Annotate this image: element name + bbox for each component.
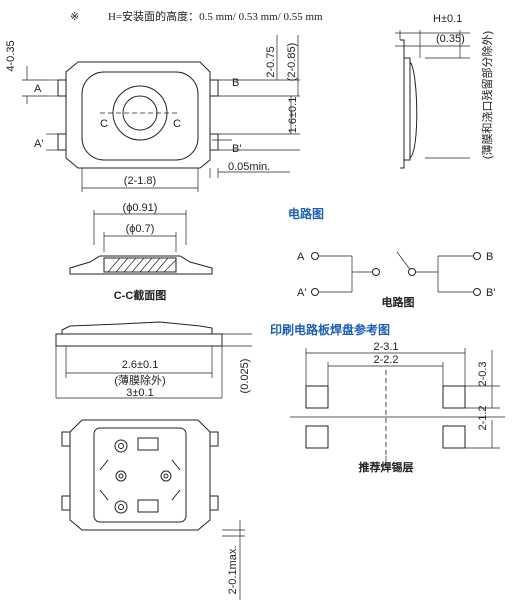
front-view <box>55 321 252 399</box>
dim-front-height: (0.025) <box>239 359 251 394</box>
dim-gap: 0.05min. <box>228 161 270 173</box>
note-mark: ※ <box>70 11 79 23</box>
label-top-b: B <box>232 77 239 89</box>
circuit-diagram <box>311 251 481 296</box>
label-top-b-prime: B' <box>232 143 241 155</box>
dim-front-inner: 2.6±0.1 <box>122 359 159 371</box>
pcb-pads-drawing <box>290 348 505 462</box>
circuit-label-a: A <box>297 251 305 263</box>
dim-terminal-span: 1.6±0.1 <box>287 97 299 134</box>
dim-pitch: 2-0.75 <box>265 46 277 77</box>
side-view <box>395 30 470 169</box>
top-view <box>22 35 300 192</box>
note-text: H=安装面的高度：0.5 mm/ 0.53 mm/ 0.55 mm <box>108 9 323 23</box>
dim-left-height: 4-0.35 <box>5 40 17 71</box>
dim-section-inner: (ϕ0.7) <box>126 223 155 235</box>
pcb-title: 印刷电路板焊盘参考图 <box>270 322 390 337</box>
dim-pcb-pad-height: 2-0.3 <box>477 361 489 386</box>
bottom-view <box>61 419 245 600</box>
dim-pcb-pad-pitch: 2-1.2 <box>477 405 489 430</box>
side-vertical-note: (薄膜和浇口残留部分除外) <box>480 31 494 159</box>
circuit-label-a-prime: A' <box>297 287 306 299</box>
section-view <box>69 210 213 275</box>
dim-pitch-alt: (2-0.85) <box>286 43 298 82</box>
dim-section-outer: (ϕ0.91) <box>123 202 158 214</box>
dim-side-film: (0.35) <box>436 33 465 45</box>
label-top-a: A <box>34 83 42 95</box>
dim-front-inner-note: (薄膜除外) <box>114 373 165 387</box>
label-section-c-left: C <box>100 118 108 130</box>
circuit-label-b-prime: B' <box>486 287 495 299</box>
dim-pcb-outer: 2-3.1 <box>373 341 398 353</box>
circuit-title: 电路图 <box>288 206 324 221</box>
dim-pcb-inner: 2-2.2 <box>373 354 398 366</box>
circuit-label-b: B <box>486 251 493 263</box>
dim-bottom-terminal: 2-0.1max. <box>227 546 239 595</box>
dim-side-height: H±0.1 <box>433 13 462 25</box>
label-section-c-right: C <box>173 118 181 130</box>
dim-top-width: (2-1.8) <box>124 175 156 187</box>
circuit-caption: 电路图 <box>382 295 415 309</box>
section-caption: C-C截面图 <box>114 288 167 302</box>
pcb-caption: 推荐焊锡层 <box>359 460 414 474</box>
dim-front-outer: 3±0.1 <box>126 387 153 399</box>
label-top-a-prime: A' <box>34 138 43 150</box>
